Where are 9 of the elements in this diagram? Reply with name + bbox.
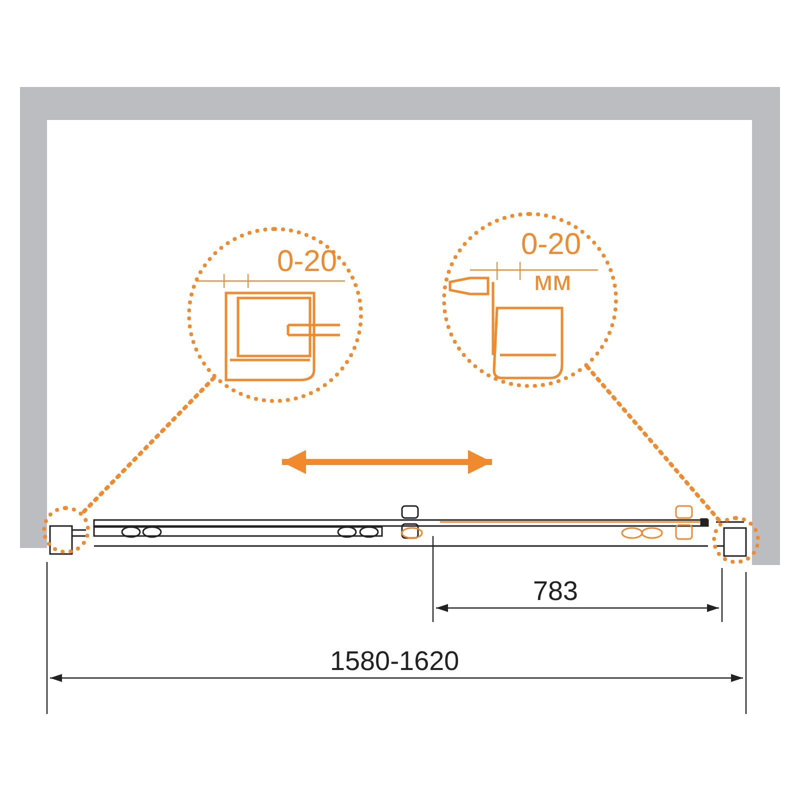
detail-marker-circle (42, 506, 90, 554)
dimension-label: 0-20 (277, 247, 338, 277)
detail-circle (442, 212, 618, 388)
detail-marker-circle (712, 516, 760, 564)
leader-line (80, 376, 216, 515)
unit-label: мм (534, 268, 572, 295)
dimension-label: 0-20 (521, 230, 582, 260)
detail-circle (187, 227, 363, 403)
leader-line (585, 364, 722, 524)
